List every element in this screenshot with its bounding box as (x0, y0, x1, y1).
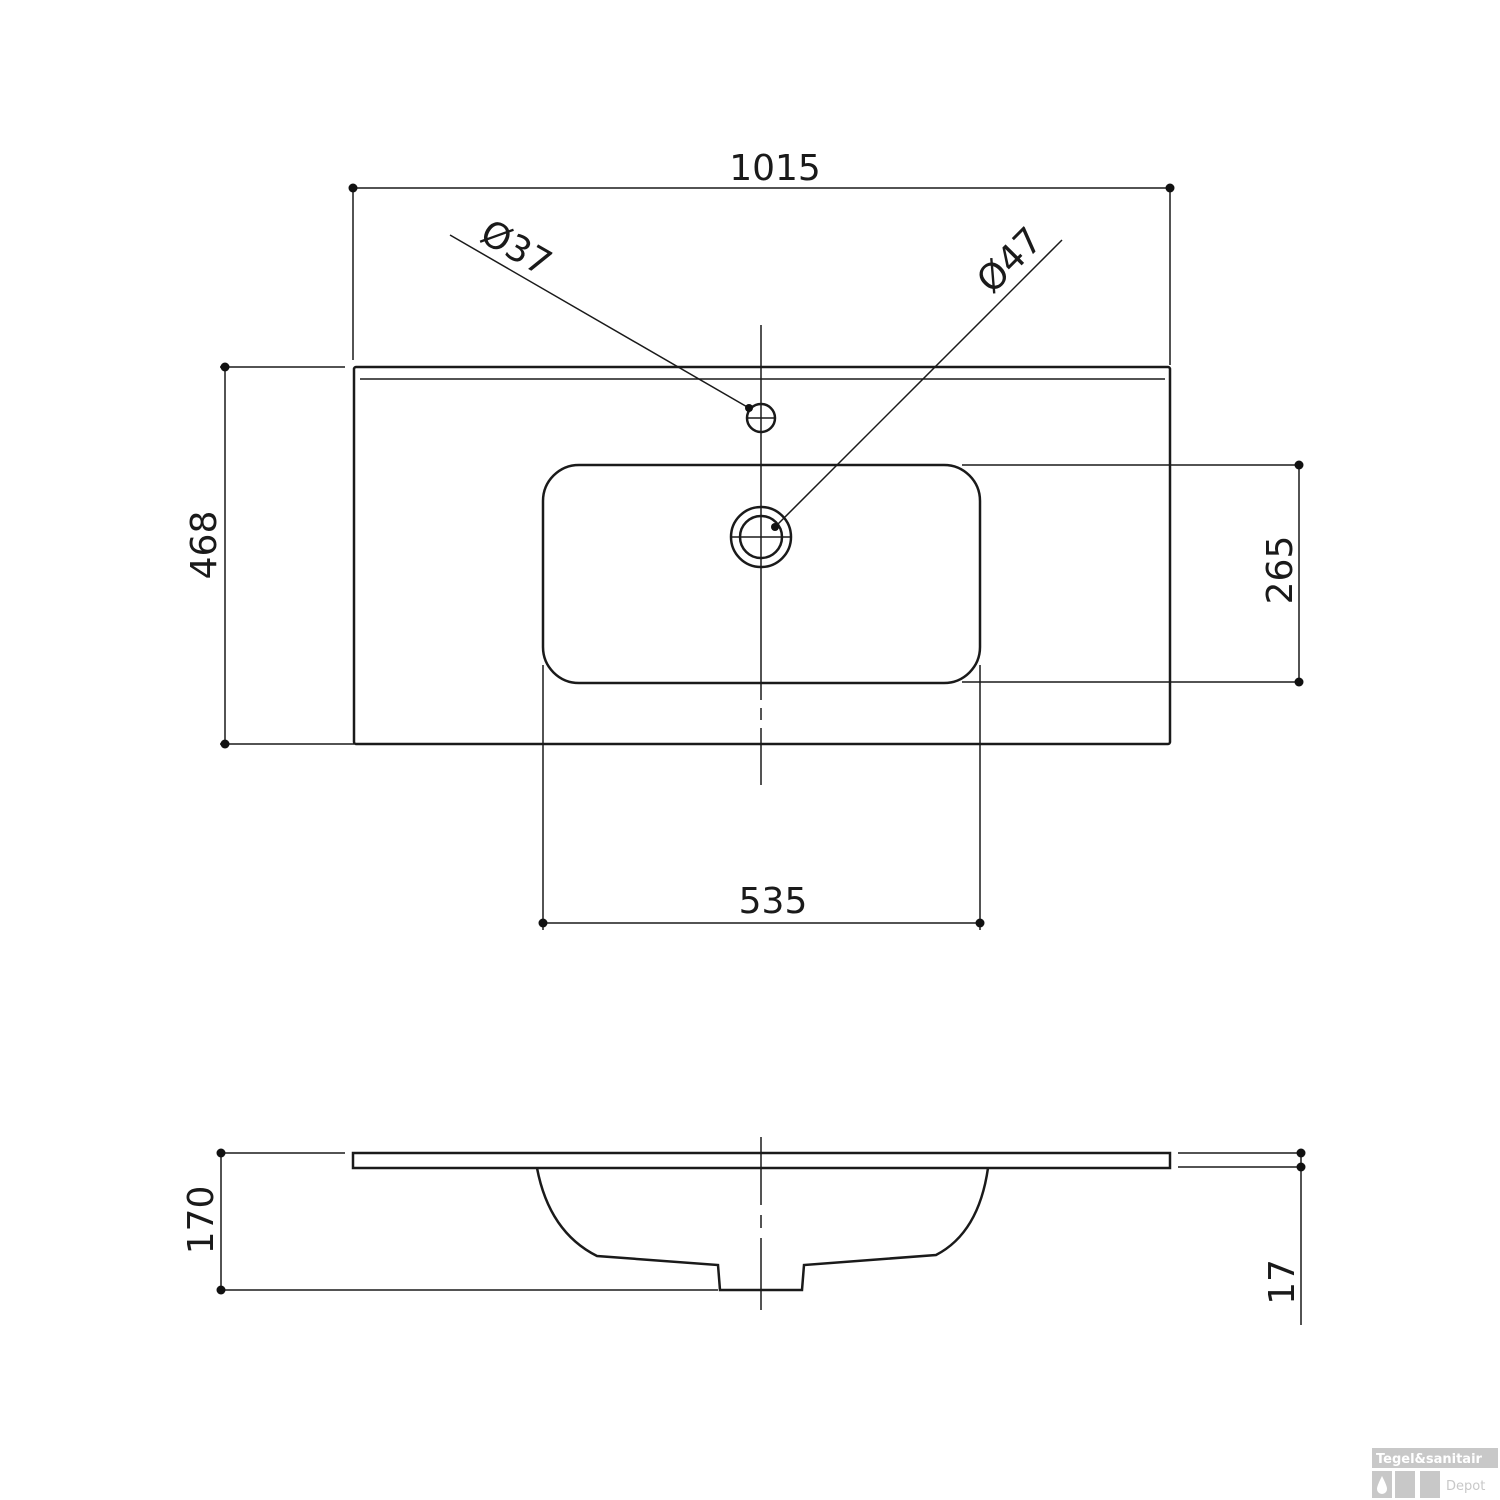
overall-height-label: 170 (181, 1186, 222, 1255)
overall-width-label: 1015 (729, 148, 821, 189)
tap-hole-label: Ø37 (474, 212, 559, 285)
dimension-basin-depth: 265 (962, 460, 1304, 687)
basin-width-label: 535 (739, 881, 808, 922)
dimension-basin-width: 535 (538, 665, 985, 930)
slab-thickness-label: 17 (1262, 1259, 1303, 1305)
basin-depth-label: 265 (1260, 536, 1301, 605)
dimension-tap-hole: Ø37 (449, 212, 753, 412)
dimension-slab-thickness: 17 (1178, 1148, 1306, 1325)
side-view (351, 1137, 1172, 1310)
water-drop-icon (1377, 1476, 1387, 1494)
watermark-line2: Depot (1446, 1479, 1485, 1494)
dimension-overall-width: 1015 (348, 148, 1175, 365)
dimension-overall-depth: 468 (184, 362, 354, 749)
watermark-line1: Tegel&sanitair (1376, 1452, 1483, 1467)
countertop-outline (352, 365, 1172, 746)
dimension-drain: Ø47 (771, 220, 1063, 531)
basin-profile (535, 1167, 990, 1292)
watermark-logo: Tegel&sanitair Depot (1372, 1448, 1498, 1498)
drain-label: Ø47 (969, 220, 1050, 301)
dimension-overall-height: 170 (181, 1148, 718, 1295)
top-view (352, 325, 1172, 785)
overall-depth-label: 468 (184, 511, 225, 580)
